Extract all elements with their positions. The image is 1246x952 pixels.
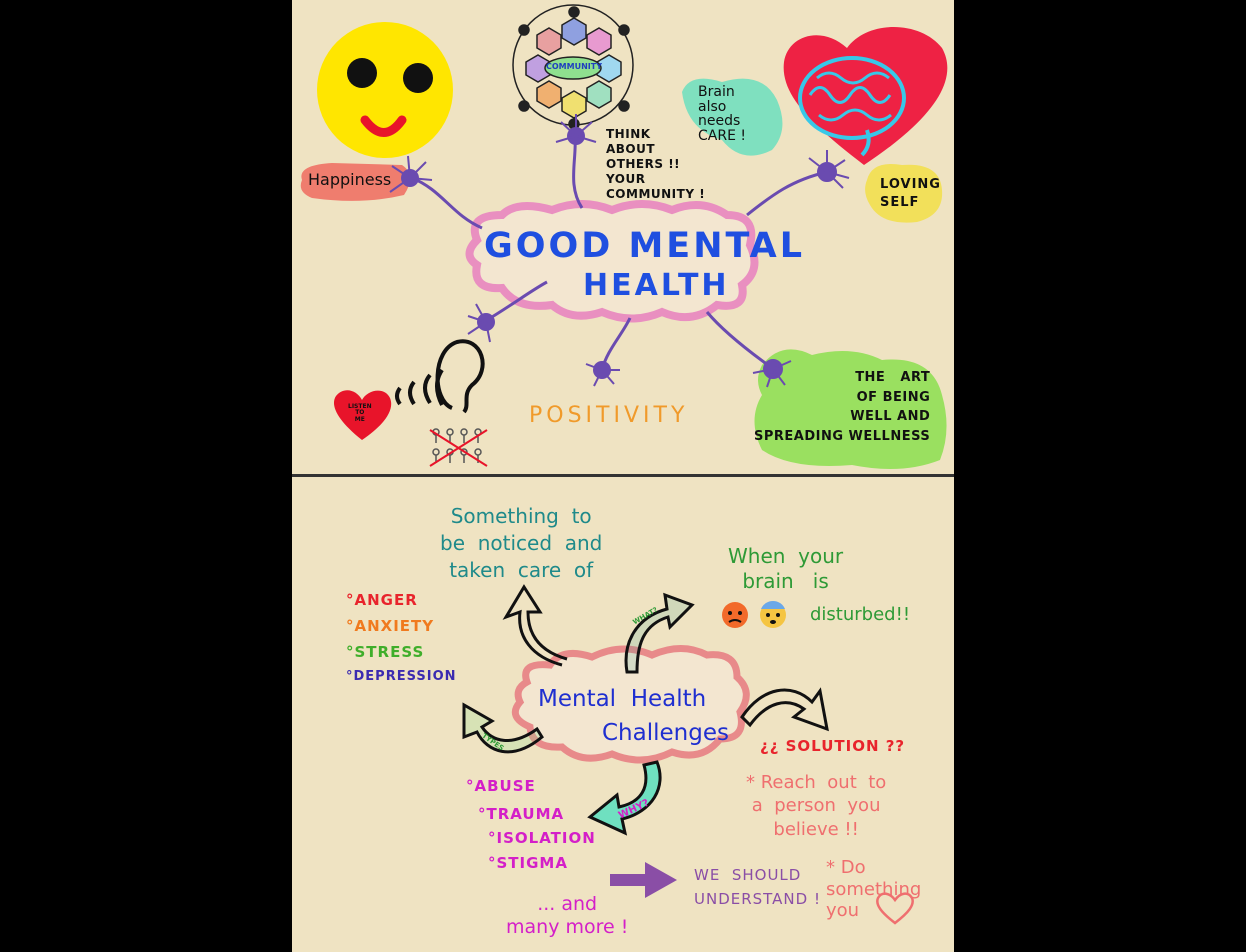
we-should-label: WE SHOULD UNDERSTAND ! bbox=[694, 866, 821, 908]
positivity-label: POSITIVITY bbox=[529, 403, 689, 428]
type-anxiety: °ANXIETY bbox=[346, 616, 435, 635]
loving-self-blob bbox=[865, 164, 943, 223]
loving-self-label: LOVING SELF bbox=[880, 177, 941, 211]
up-arrow-icon bbox=[502, 584, 568, 667]
disturbed-label: disturbed!! bbox=[810, 604, 911, 625]
challenges-title-line1: Mental Health bbox=[538, 686, 707, 712]
causes-list: °ABUSE °TRAUMA °ISOLATION °STIGMA bbox=[466, 777, 595, 872]
listen-to-me-label: LISTEN TO ME bbox=[348, 403, 372, 423]
think-others-label: THINK ABOUT OTHERS !! YOUR COMMUNITY ! bbox=[606, 127, 706, 201]
ear-icon bbox=[395, 339, 485, 414]
wellness-blob bbox=[754, 349, 947, 469]
what-arrow-icon bbox=[624, 592, 695, 674]
challenges-title-line2: Challenges bbox=[602, 720, 729, 746]
cause-trauma: °TRAUMA bbox=[478, 804, 565, 823]
panel-divider bbox=[292, 474, 954, 477]
happiness-blob bbox=[300, 163, 411, 201]
happiness-label: Happiness bbox=[308, 170, 392, 189]
bottom-drawing bbox=[462, 584, 914, 925]
type-anger: °ANGER bbox=[346, 591, 418, 609]
cause-stigma: °STIGMA bbox=[488, 854, 568, 873]
solution-arrow-icon bbox=[740, 687, 829, 732]
cause-isolation: °ISOLATION bbox=[488, 828, 596, 847]
center-title-line1: GOOD MENTAL bbox=[484, 226, 806, 266]
heart-brain-icon bbox=[783, 27, 948, 165]
no-crowd-icon bbox=[429, 428, 488, 467]
love-heart-icon bbox=[876, 892, 914, 925]
type-depression: °DEPRESSION bbox=[346, 669, 457, 685]
community-label: COMMUNITY bbox=[546, 62, 603, 71]
brain-care-blob bbox=[682, 78, 783, 156]
types-list: °ANGER °ANXIETY °STRESS °DEPRESSION bbox=[346, 591, 457, 685]
brain-care-label: Brain also needs CARE ! bbox=[698, 84, 746, 145]
why-arrow-icon bbox=[587, 760, 662, 836]
anxious-emoji-icon bbox=[760, 601, 786, 628]
solution-title: ¿¿ SOLUTION ?? bbox=[760, 737, 906, 755]
community-ring-icon bbox=[512, 4, 634, 130]
when-brain-label: When your brain is bbox=[728, 544, 844, 593]
neuron-cells bbox=[389, 114, 850, 388]
good-mental-health-mindmap: GOOD MENTAL HEALTH COMMUNITY Happiness T… bbox=[292, 0, 954, 474]
smiley-face-icon bbox=[317, 22, 453, 158]
art-of-being-label: THE ART OF BEING WELL AND SPREADING WELL… bbox=[754, 370, 931, 444]
do-something-label: * Do something you bbox=[826, 857, 922, 922]
mental-health-challenges-mindmap: Mental Health Challenges Something to be… bbox=[292, 477, 954, 952]
center-title-line2: HEALTH bbox=[583, 268, 730, 303]
listen-heart-icon bbox=[333, 390, 392, 440]
top-drawing bbox=[300, 4, 948, 469]
types-arrow-icon bbox=[462, 702, 544, 754]
right-arrow-icon bbox=[610, 862, 677, 898]
center-cloud-shape bbox=[465, 200, 759, 323]
cause-abuse: °ABUSE bbox=[466, 777, 536, 795]
type-stress: °STRESS bbox=[346, 642, 425, 661]
and-more-label: ... and many more ! bbox=[506, 893, 629, 938]
something-noticed-label: Something to be noticed and taken care o… bbox=[440, 504, 603, 582]
solution-reach-label: * Reach out to a person you believe !! bbox=[746, 772, 887, 840]
angry-emoji-icon bbox=[722, 602, 748, 628]
